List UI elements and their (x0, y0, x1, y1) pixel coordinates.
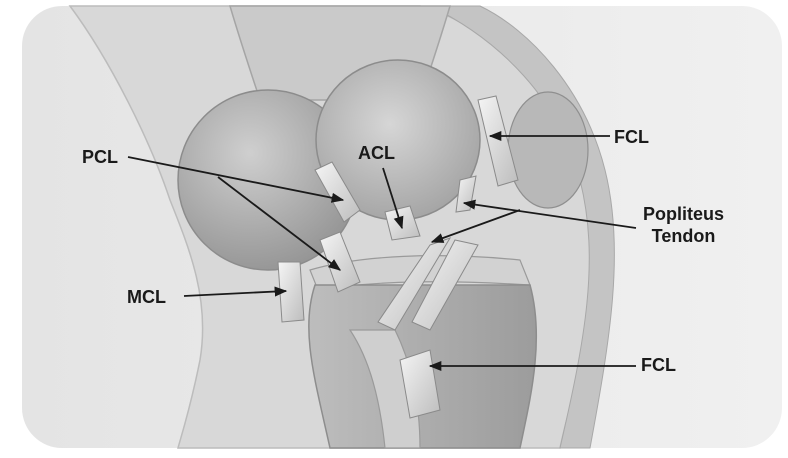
label-mcl: MCL (127, 286, 166, 308)
label-popliteus-line2: Tendon (643, 225, 724, 247)
label-popliteus-tendon: Popliteus Tendon (643, 203, 724, 247)
label-pcl: PCL (82, 146, 118, 168)
label-popliteus-line1: Popliteus (643, 203, 724, 225)
label-fcl-bottom: FCL (641, 354, 676, 376)
label-acl: ACL (358, 142, 395, 164)
lateral-bony-prominence (508, 92, 588, 208)
label-fcl-top: FCL (614, 126, 649, 148)
